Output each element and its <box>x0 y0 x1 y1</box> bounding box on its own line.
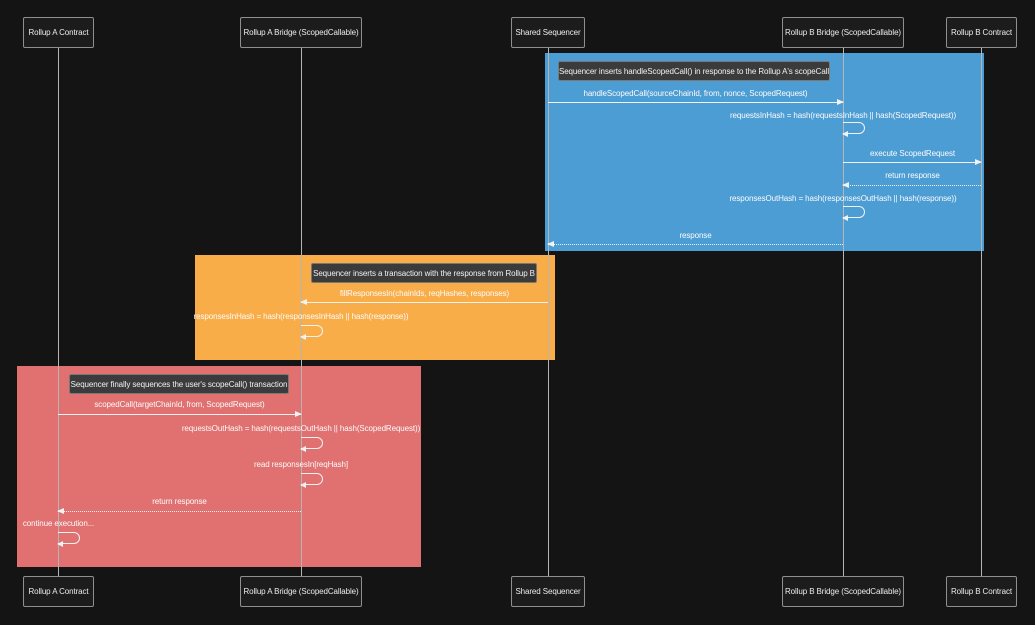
participant-bottom-rollup-a-bridge: Rollup A Bridge (ScopedCallable) <box>240 576 362 607</box>
phase-red-note: Sequencer finally sequences the user's s… <box>69 374 289 394</box>
message-responses-out-hash-label: responsesOutHash = hash(responsesOutHash… <box>729 194 957 203</box>
lifeline-shared-sequencer <box>548 48 549 576</box>
message-continue-execution-label: continue execution... <box>22 519 95 528</box>
message-execute-scoped-request-label: execute ScopedRequest <box>869 149 956 158</box>
message-scoped-call-label: scopedCall(targetChainId, from, ScopedRe… <box>94 400 265 409</box>
selfloop-responses-out-hash <box>842 206 865 221</box>
arrow-handle-scoped-call <box>548 99 844 105</box>
participant-top-rollup-a-contract: Rollup A Contract <box>23 17 94 48</box>
arrow-fill-responses-in <box>300 299 548 305</box>
selfloop-continue-execution <box>57 532 80 547</box>
message-handle-scoped-call-label: handleScopedCall(sourceChainId, from, no… <box>583 89 808 98</box>
phase-blue-note: Sequencer inserts handleScopedCall() in … <box>558 61 830 81</box>
participant-top-rollup-a-bridge: Rollup A Bridge (ScopedCallable) <box>240 17 362 48</box>
message-requests-out-hash-label: requestsOutHash = hash(requestsOutHash |… <box>181 424 421 433</box>
participant-bottom-rollup-b-bridge: Rollup B Bridge (ScopedCallable) <box>782 576 904 607</box>
participant-bottom-rollup-b-contract: Rollup B Contract <box>946 576 1017 607</box>
selfloop-requests-in-hash <box>842 122 865 137</box>
phase-orange-note: Sequencer inserts a transaction with the… <box>311 263 537 283</box>
participant-top-rollup-b-bridge: Rollup B Bridge (ScopedCallable) <box>782 17 904 48</box>
participant-top-rollup-b-contract: Rollup B Contract <box>946 17 1017 48</box>
phase-blue-rect <box>545 53 984 251</box>
message-responses-in-hash-label: responsesInHash = hash(responsesInHash |… <box>193 312 409 321</box>
arrow-return-response-b <box>842 182 981 188</box>
message-return-response-b-label: return response <box>885 171 940 180</box>
arrow-response <box>547 241 843 247</box>
lifeline-rollup-b-contract <box>981 48 982 576</box>
arrow-scoped-call <box>58 411 302 417</box>
selfloop-read-responses-in <box>300 473 323 488</box>
lifeline-rollup-a-bridge <box>301 48 302 576</box>
arrow-execute-scoped-request <box>843 159 982 165</box>
message-response-label: response <box>679 231 712 240</box>
message-read-responses-in-label: read responsesIn[reqHash] <box>253 460 348 469</box>
participant-bottom-shared-sequencer: Shared Sequencer <box>511 576 585 607</box>
message-requests-in-hash-label: requestsInHash = hash(requestsInHash || … <box>729 111 957 120</box>
phase-red-rect <box>17 366 421 567</box>
arrow-return-response-a <box>57 508 301 514</box>
selfloop-responses-in-hash <box>300 325 323 340</box>
message-return-response-a-label: return response <box>152 497 207 506</box>
lifeline-rollup-a-contract <box>58 48 59 576</box>
participant-bottom-rollup-a-contract: Rollup A Contract <box>23 576 94 607</box>
participant-top-shared-sequencer: Shared Sequencer <box>511 17 585 48</box>
selfloop-requests-out-hash <box>300 437 323 452</box>
message-fill-responses-in-label: fillResponsesIn(chainIds, reqHashes, res… <box>339 289 510 298</box>
lifeline-rollup-b-bridge <box>843 48 844 576</box>
